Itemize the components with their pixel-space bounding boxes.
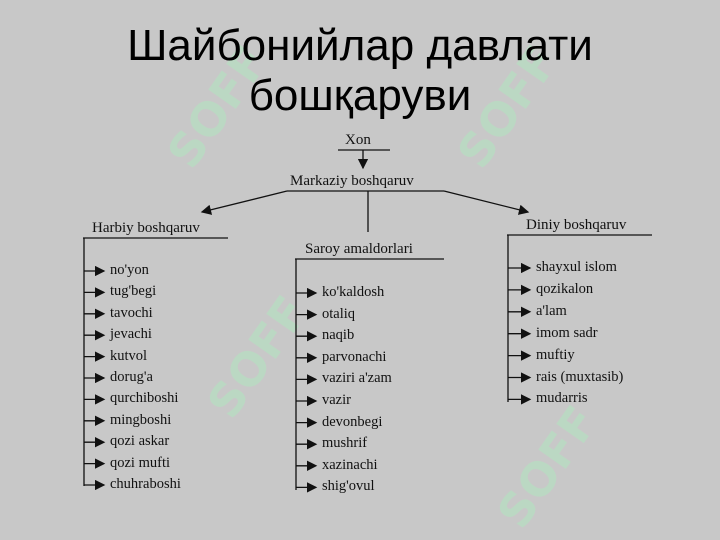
branch-item: no'yon — [110, 262, 149, 278]
node-harbiy-boshqaruv: Harbiy boshqaruv — [92, 220, 200, 236]
branch-item: naqib — [322, 327, 355, 344]
branch-item: vazir — [322, 392, 351, 408]
branch-item: rais (muxtasib) — [536, 368, 624, 385]
branch-item: parvonachi — [322, 348, 387, 365]
branch-item: jevachi — [110, 326, 152, 343]
branch-item: devonbegi — [322, 413, 383, 430]
branch-item: muftiy — [536, 346, 575, 363]
branch-item: chuhraboshi — [110, 476, 181, 492]
node-diniy-boshqaruv: Diniy boshqaruv — [526, 217, 627, 233]
branch-item: tavochi — [110, 304, 153, 321]
branch-item: vaziri a'zam — [322, 370, 392, 387]
branch-item: qozikalon — [536, 280, 594, 297]
branch-item: shayxul islom — [536, 259, 617, 275]
node-saroy-amaldorlari: Saroy amaldorlari — [305, 241, 413, 257]
slide-title-line-2: бошқаруви — [248, 71, 472, 120]
branch-item: dorug'a — [110, 369, 153, 385]
branch-item: shig'ovul — [322, 478, 375, 495]
branch-item: imom sadr — [536, 324, 598, 341]
branch-item: mingboshi — [110, 411, 172, 428]
branch-item: qozi mufti — [110, 454, 171, 471]
node-markaziy-boshqaruv: Markaziy boshqaruv — [290, 173, 414, 189]
branch-item: mudarris — [536, 390, 588, 407]
node-xon: Xon — [345, 132, 371, 148]
branch-item: kutvol — [110, 347, 148, 364]
branch-item: tug'begi — [110, 283, 157, 300]
branch-item: ko'kaldosh — [322, 284, 385, 300]
branch-item: otaliq — [322, 305, 356, 322]
branch-item: qurchiboshi — [110, 390, 179, 407]
slide-title-line-1: Шайбонийлар давлати — [127, 21, 593, 70]
branch-item: xazinachi — [322, 456, 378, 473]
branch-item: a'lam — [536, 302, 567, 319]
branch-item: qozi askar — [110, 433, 170, 450]
branch-item: mushrif — [322, 435, 368, 452]
